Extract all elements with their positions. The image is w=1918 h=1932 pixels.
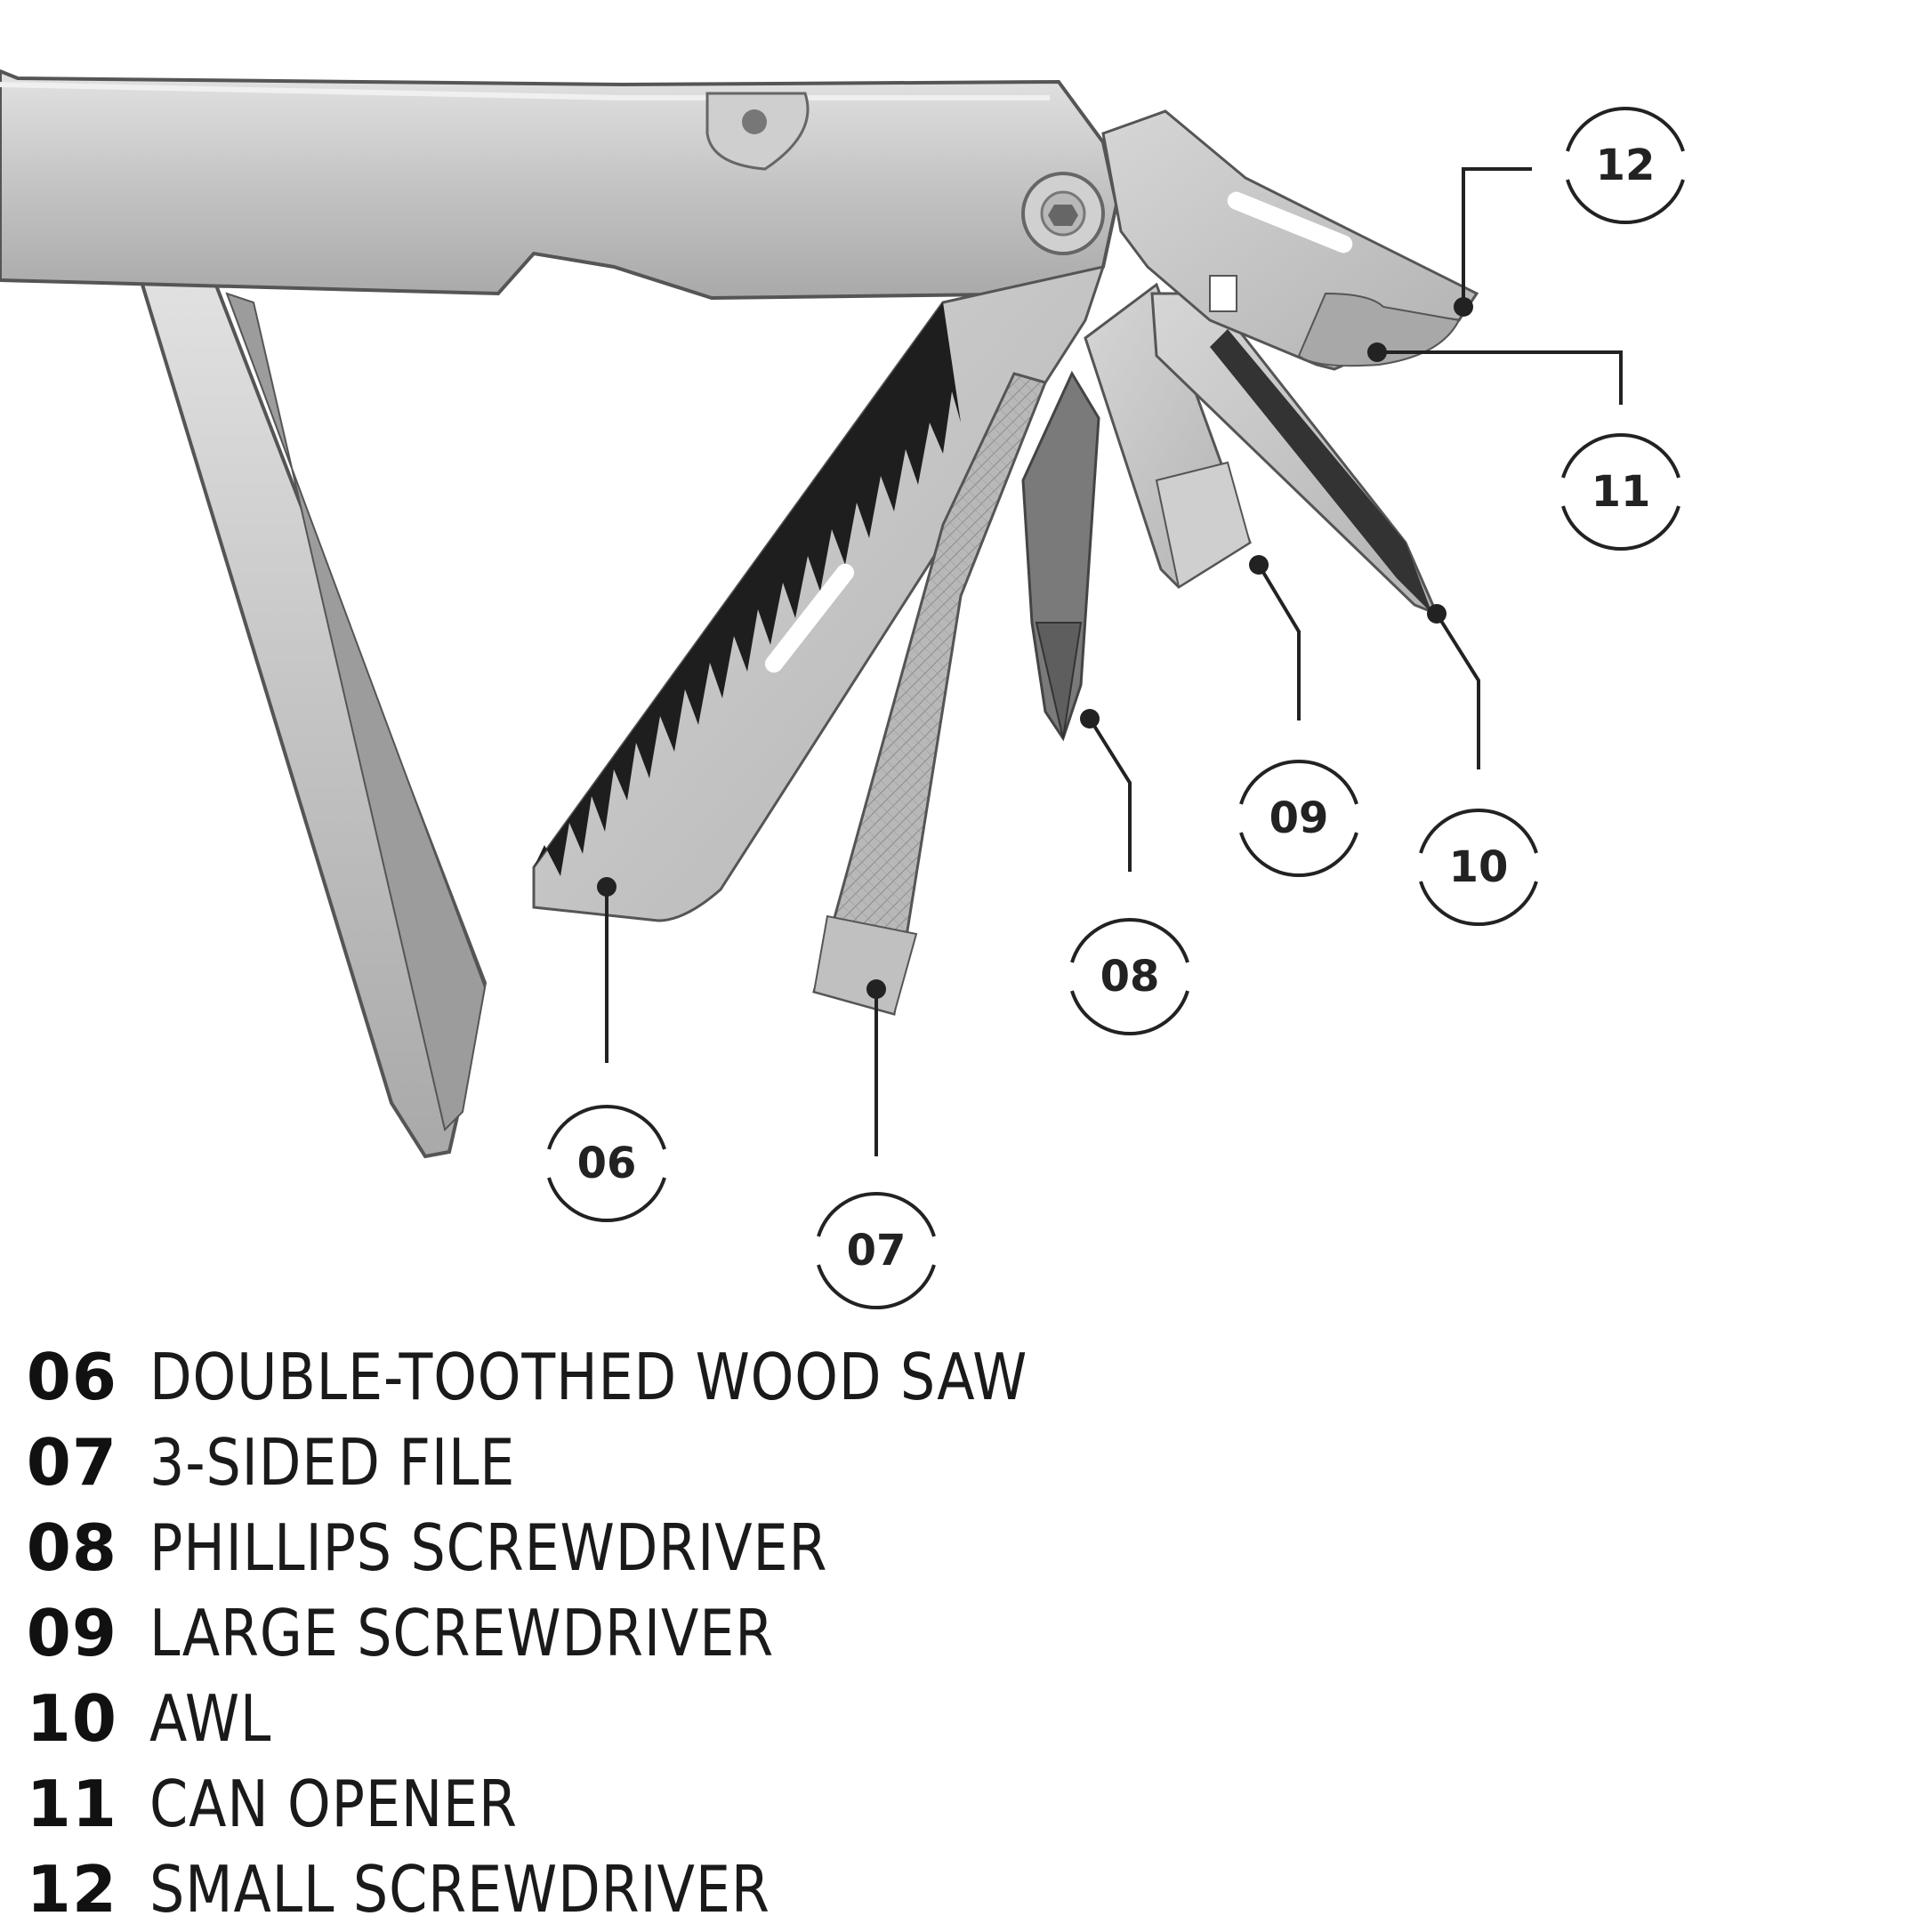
pin-dot-11 — [1367, 342, 1387, 362]
legend-label: PHILLIPS SCREWDRIVER — [149, 1510, 828, 1585]
legend-label: CAN OPENER — [149, 1767, 518, 1841]
pin-dot-10 — [1427, 604, 1447, 624]
lower-handle — [140, 230, 488, 1159]
callout-ring-07 — [817, 1191, 936, 1310]
callout-number-06: 06 — [577, 1139, 637, 1188]
legend-number: 09 — [26, 1596, 117, 1670]
callout-number-08: 08 — [1100, 952, 1160, 1002]
legend-label: 3-SIDED FILE — [149, 1425, 516, 1500]
legend-item: 07 3-SIDED FILE — [20, 1420, 1265, 1505]
pin-dot-07 — [866, 979, 886, 999]
pin-dot-08 — [1080, 709, 1100, 729]
upper-handle — [0, 68, 1119, 301]
legend-item: 09 LARGE SCREWDRIVER — [20, 1590, 1265, 1676]
pin-dot-12 — [1454, 297, 1473, 317]
callout-ring-12 — [1566, 106, 1685, 225]
saw-blade — [532, 264, 1106, 922]
legend-number: 10 — [26, 1681, 117, 1756]
legend-item: 06 DOUBLE-TOOTHED WOOD SAW — [20, 1334, 1265, 1420]
legend-item: 10 AWL — [20, 1676, 1265, 1761]
legend-number: 07 — [26, 1425, 117, 1500]
leader-line-10 — [1435, 612, 1480, 769]
pin-dot-09 — [1249, 555, 1269, 575]
callout-number-12: 12 — [1596, 141, 1656, 190]
legend-label: AWL — [149, 1681, 272, 1756]
callout-number-11: 11 — [1592, 467, 1651, 517]
phillips-screwdriver — [1021, 370, 1100, 742]
callout-ring-06 — [547, 1104, 666, 1223]
leader-line-12 — [1462, 167, 1532, 307]
callout-number-09: 09 — [1269, 793, 1329, 843]
tool-legend: 06 DOUBLE-TOOTHED WOOD SAW 07 3-SIDED FI… — [20, 1334, 1265, 1932]
legend-number: 06 — [26, 1340, 117, 1414]
legend-item: 11 CAN OPENER — [20, 1761, 1265, 1847]
leader-line-08 — [1088, 717, 1132, 872]
callout-ring-09 — [1239, 759, 1358, 878]
legend-number: 11 — [26, 1767, 117, 1841]
leader-line-11 — [1377, 350, 1623, 405]
legend-label: SMALL SCREWDRIVER — [149, 1852, 770, 1927]
callout-number-07: 07 — [847, 1226, 907, 1276]
multitool-diagram: 06 07 08 09 10 11 12 — [0, 68, 1685, 1310]
file-tool — [812, 372, 1048, 1016]
legend-label: DOUBLE-TOOTHED WOOD SAW — [149, 1340, 1028, 1414]
callout-ring-08 — [1070, 917, 1189, 1036]
leader-line-09 — [1257, 563, 1301, 720]
legend-number: 08 — [26, 1510, 117, 1585]
legend-label: LARGE SCREWDRIVER — [149, 1596, 775, 1670]
callout-number-10: 10 — [1449, 842, 1509, 892]
legend-item: 12 SMALL SCREWDRIVER — [20, 1847, 1265, 1932]
legend-item: 08 PHILLIPS SCREWDRIVER — [20, 1505, 1265, 1590]
pin-dot-06 — [597, 877, 616, 897]
legend-number: 12 — [26, 1852, 117, 1927]
large-screwdriver — [1084, 282, 1252, 589]
callout-ring-10 — [1419, 808, 1538, 927]
callout-ring-11 — [1561, 432, 1680, 551]
